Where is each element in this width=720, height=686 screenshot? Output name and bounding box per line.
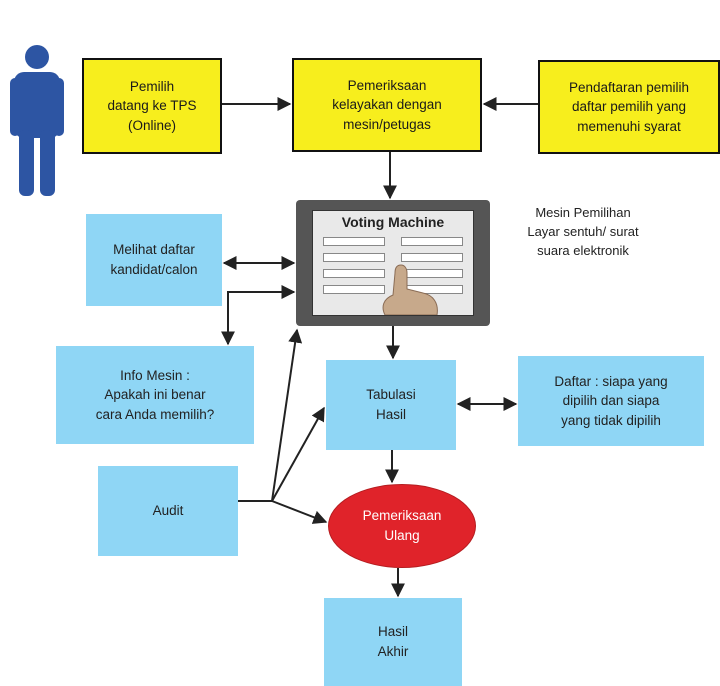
pendaftaran-label: Pendaftaran pemilih daftar pemilih yang … <box>568 79 690 134</box>
melihat-daftar-label: Melihat daftar kandidat/calon <box>110 242 198 277</box>
info-mesin-label: Info Mesin : Apakah ini benar cara Anda … <box>95 367 215 422</box>
melihat-daftar-box: Melihat daftar kandidat/calon <box>86 214 222 306</box>
tabulasi-label: Tabulasi Hasil <box>366 387 416 422</box>
arrow-audit-to-pemeriksaan-ulang <box>271 500 328 524</box>
arrow-audit-to-tabulasi <box>271 406 325 502</box>
pemeriksaan-kelayakan-label: Pemeriksaan kelayakan dengan mesin/petug… <box>332 77 442 132</box>
audit-box: Audit <box>98 466 238 556</box>
pemilih-box: Pemilih datang ke TPS (Online) <box>82 58 222 154</box>
audit-label: Audit <box>152 503 184 519</box>
pemilih-label: Pemilih datang ke TPS (Online) <box>107 78 197 133</box>
pemeriksaan-ulang-label: Pemeriksaan Ulang <box>362 508 442 543</box>
hand-icon <box>382 264 438 315</box>
pemeriksaan-kelayakan-box: Pemeriksaan kelayakan dengan mesin/petug… <box>292 58 482 152</box>
hasil-akhir-label: Hasil Akhir <box>377 624 409 659</box>
tabulasi-box: Tabulasi Hasil <box>326 360 456 450</box>
daftar-siapa-box: Daftar : siapa yang dipilih dan siapa ya… <box>518 356 704 446</box>
mesin-pemilihan-caption: Mesin Pemilihan Layar sentuh/ surat suar… <box>527 205 639 258</box>
info-mesin-box: Info Mesin : Apakah ini benar cara Anda … <box>56 346 254 444</box>
pemeriksaan-ulang-ellipse: Pemeriksaan Ulang <box>328 484 476 568</box>
pendaftaran-box: Pendaftaran pemilih daftar pemilih yang … <box>538 60 720 154</box>
arrow-machine-to-info-mesin <box>221 285 296 346</box>
voting-machine-title: Voting Machine <box>341 214 445 230</box>
daftar-siapa-label: Daftar : siapa yang dipilih dan siapa ya… <box>554 373 668 428</box>
person-icon <box>10 45 64 196</box>
hasil-akhir-box: Hasil Akhir <box>324 598 462 686</box>
voting-machine-image: Voting Machine <box>296 200 490 326</box>
arrow-audit-to-machine <box>271 328 303 502</box>
